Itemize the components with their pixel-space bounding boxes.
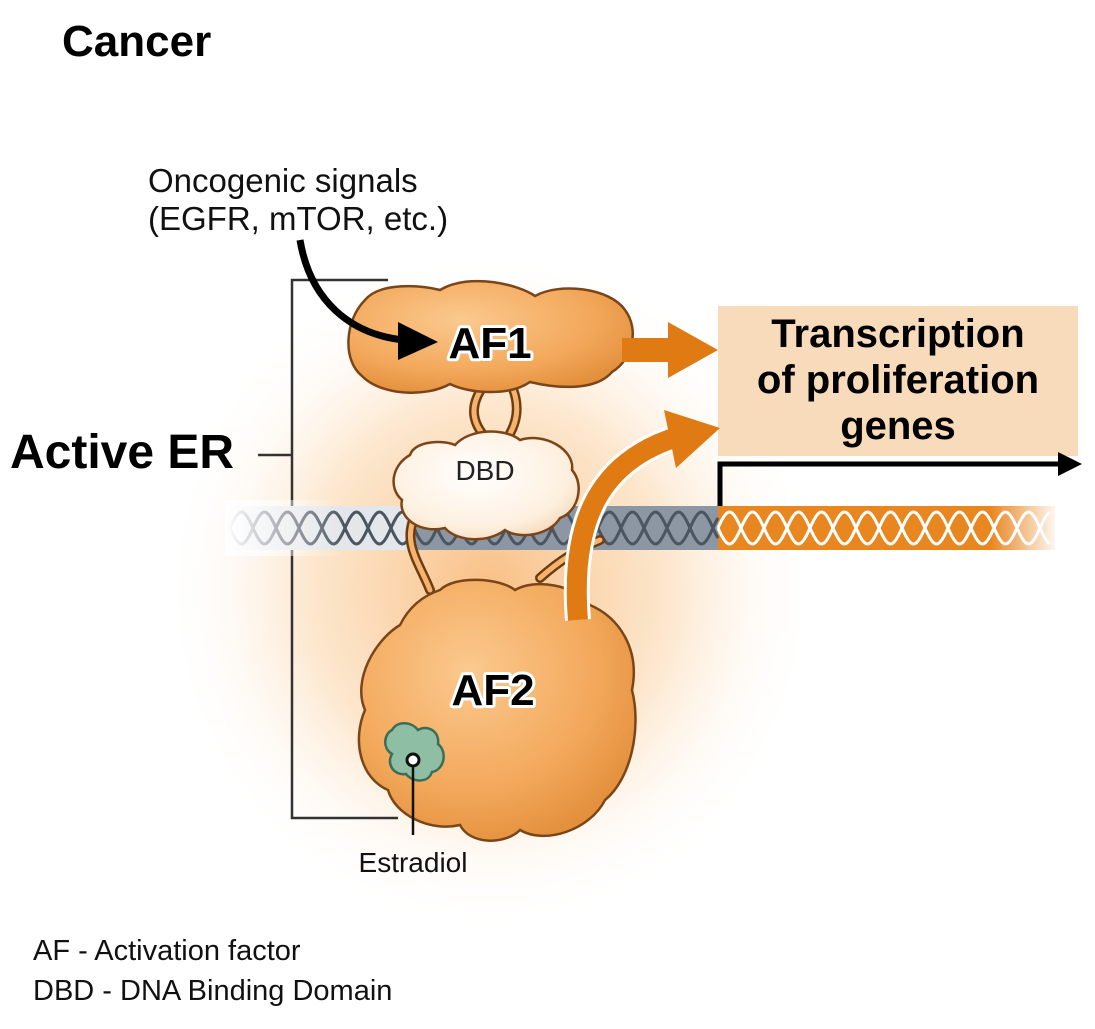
signal-arrowhead xyxy=(398,322,438,360)
oncogenic-signals-line2: (EGFR, mTOR, etc.) xyxy=(148,200,448,237)
transcription-box xyxy=(718,306,1078,456)
af2-label: AF2 xyxy=(451,666,534,715)
oncogenic-signals-line1: Oncogenic signals xyxy=(148,162,418,199)
active-er-label: Active ER xyxy=(10,426,234,479)
estradiol-molecule xyxy=(384,722,445,782)
estradiol-binding-point xyxy=(405,752,421,768)
transcription-line1: Transcription xyxy=(771,312,1024,356)
af1-domain xyxy=(347,279,634,394)
dbd-label: DBD xyxy=(455,455,514,486)
af2-activation-arrow xyxy=(563,410,720,622)
signal-arrow xyxy=(296,239,406,344)
estradiol-label: Estradiol xyxy=(359,847,468,878)
dbd-domain xyxy=(392,430,580,541)
transcription-start-arrow xyxy=(717,452,1082,506)
af1-label: AF1 xyxy=(448,319,531,368)
legend-dbd: DBD - DNA Binding Domain xyxy=(33,975,392,1007)
transcription-line3: genes xyxy=(840,404,956,448)
diagram-title: Cancer xyxy=(62,17,211,66)
af1-activation-arrow xyxy=(622,322,718,378)
dna-strand xyxy=(225,500,1060,556)
legend-af: AF - Activation factor xyxy=(33,935,301,967)
transcription-line2: of proliferation xyxy=(757,358,1039,402)
